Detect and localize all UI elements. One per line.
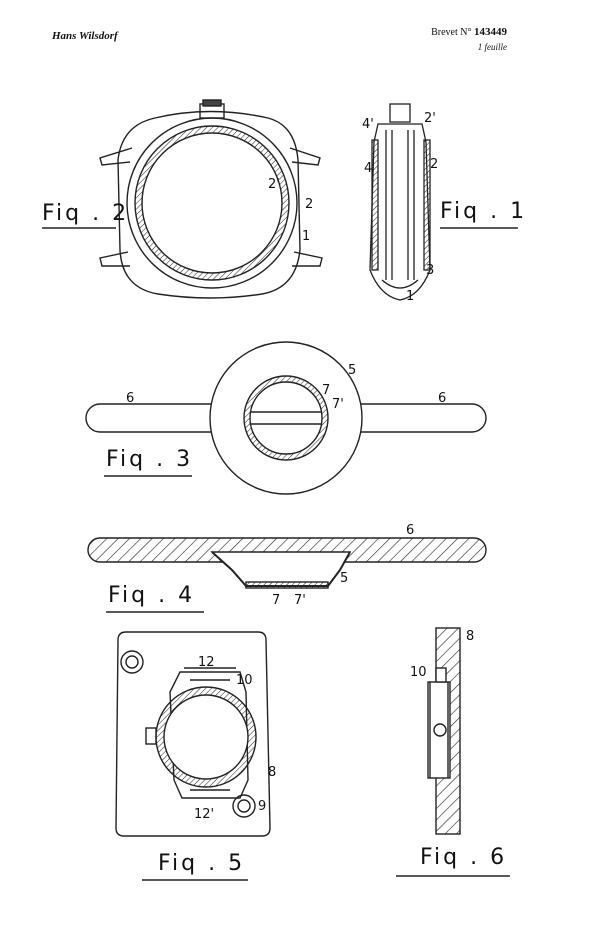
fig5-ref-0: 12 — [198, 655, 215, 670]
fig3-ref-0: 5 — [348, 363, 356, 378]
brevet-no-prefix: N° — [460, 27, 472, 38]
fig4-ref-2: 7 — [272, 593, 280, 608]
figure-3-tool — [85, 341, 487, 495]
figure-4-tool-section — [87, 537, 487, 589]
fig3-ref-2: 6 — [438, 391, 446, 406]
figure-5-label: Fiq . 5 — [158, 851, 245, 876]
figure-2-watch-case — [99, 99, 323, 299]
figure-1-section — [369, 103, 431, 301]
fig2-ref-2: 1 — [302, 229, 310, 244]
fig4-ref-0: 6 — [406, 523, 414, 538]
figure-1-refs: 4' 2' 4 2 3 1 — [362, 111, 438, 304]
figure-6-label: Fiq . 6 — [420, 845, 507, 870]
fig1-ref-0: 4' — [362, 117, 374, 132]
figure-6-holder-section — [427, 627, 461, 835]
sheet-count: 1 feuille — [477, 42, 507, 52]
figure-3-refs: 5 6 6 7 7' — [126, 363, 446, 412]
figure-2-label: Fiq . 2 — [42, 201, 129, 226]
fig1-ref-1: 2' — [424, 111, 436, 126]
fig4-ref-1: 5 — [340, 571, 348, 586]
fig4-ref-3: 7' — [294, 593, 306, 608]
fig1-ref-4: 3 — [426, 263, 434, 278]
fig3-ref-1: 6 — [126, 391, 134, 406]
fig2-ref-0: 2' — [268, 177, 280, 192]
brevet-number: 143449 — [474, 26, 507, 38]
fig1-ref-3: 2 — [430, 157, 438, 172]
fig3-ref-3: 7 — [322, 383, 330, 398]
fig5-ref-2: 8 — [268, 765, 276, 780]
fig5-ref-3: 9 — [258, 799, 266, 814]
brevet-label: Brevet — [431, 27, 458, 38]
figure-4-label: Fiq . 4 — [108, 583, 195, 608]
fig1-ref-2: 4 — [364, 161, 372, 176]
figure-2-refs: 2' 2 1 — [268, 177, 313, 244]
figure-5-refs: 12 10 8 9 12' — [194, 655, 276, 822]
figure-5-holder — [115, 631, 271, 837]
figure-4-refs: 6 5 7 7' — [272, 523, 414, 608]
brevet-line: Brevet N° 143449 — [431, 26, 507, 38]
fig2-ref-1: 2 — [305, 197, 313, 212]
fig5-ref-1: 10 — [236, 673, 253, 688]
fig6-ref-1: 10 — [410, 665, 427, 680]
figure-3-label: Fiq . 3 — [106, 447, 193, 472]
fig5-ref-4: 12' — [194, 807, 214, 822]
fig3-ref-4: 7' — [332, 397, 344, 412]
fig1-ref-5: 1 — [406, 289, 414, 304]
author-name: Hans Wilsdorf — [52, 30, 118, 42]
fig6-ref-0: 8 — [466, 629, 474, 644]
figure-1-label: Fiq . 1 — [440, 199, 527, 224]
figure-6-refs: 8 10 — [410, 629, 474, 680]
